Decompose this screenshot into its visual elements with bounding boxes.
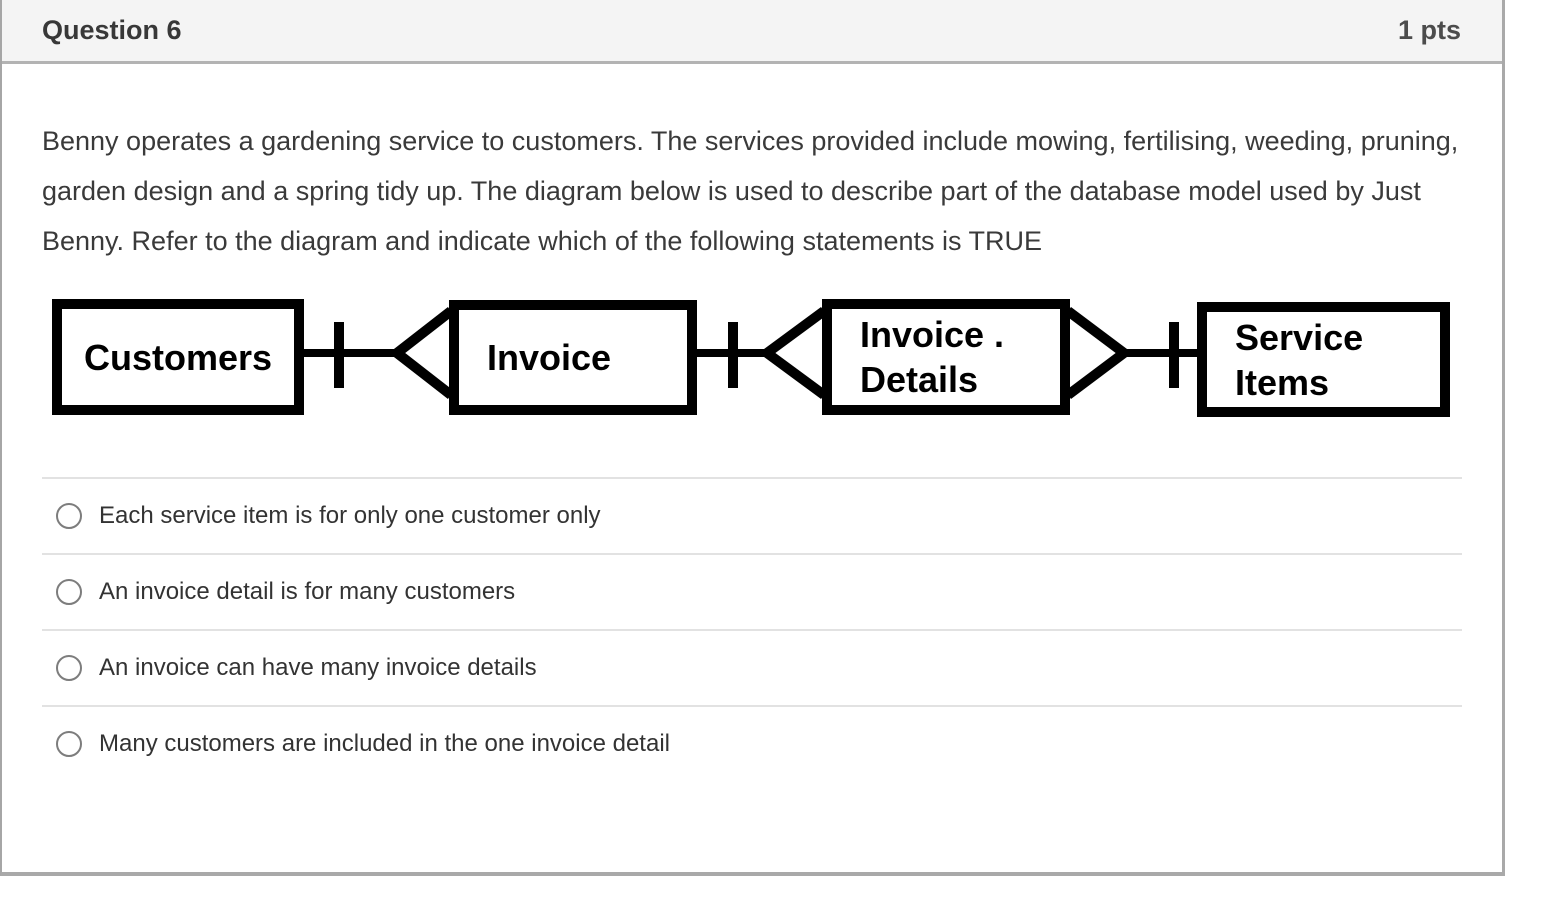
question-text: Benny operates a gardening service to cu… bbox=[42, 126, 1459, 256]
er-connector-lines bbox=[304, 306, 1199, 400]
entity-customers: Customers bbox=[52, 299, 304, 415]
radio-button-icon[interactable] bbox=[56, 503, 82, 529]
entity-invoice-details-label-line1: Invoice . bbox=[860, 314, 1005, 355]
radio-button-icon[interactable] bbox=[56, 731, 82, 757]
entity-service-items: Service Items bbox=[1197, 302, 1450, 417]
crows-foot-invoice-details-left-top bbox=[764, 306, 827, 358]
entity-service-items-label-line2: Items bbox=[1235, 361, 1330, 403]
crows-foot-invoice-bottom bbox=[393, 349, 455, 399]
answer-options: Each service item is for only one custom… bbox=[42, 477, 1462, 781]
question-header: Question 6 1 pts bbox=[2, 0, 1502, 64]
entity-invoice-label: Invoice bbox=[487, 337, 612, 378]
crows-foot-invoice-details-right-bottom bbox=[1065, 349, 1127, 399]
answer-option-3[interactable]: An invoice can have many invoice details bbox=[42, 629, 1462, 705]
question-points: 1 pts bbox=[1397, 15, 1461, 45]
crows-foot-invoice-details-right-top bbox=[1065, 307, 1127, 357]
question-body: Benny operates a gardening service to cu… bbox=[2, 116, 1502, 781]
radio-button-icon[interactable] bbox=[56, 579, 82, 605]
entity-service-items-label-line1: Service bbox=[1235, 316, 1364, 358]
answer-option-1[interactable]: Each service item is for only one custom… bbox=[42, 477, 1462, 553]
entity-invoice-details: Invoice . Details bbox=[822, 299, 1070, 415]
entity-invoice: Invoice bbox=[449, 300, 697, 415]
answer-option-4[interactable]: Many customers are included in the one i… bbox=[42, 705, 1462, 781]
answer-option-2-label: An invoice detail is for many customers bbox=[99, 578, 516, 605]
entity-customers-label: Customers bbox=[83, 336, 273, 378]
entity-invoice-details-label-line2: Details bbox=[860, 359, 979, 400]
answer-option-3-label: An invoice can have many invoice details bbox=[99, 654, 537, 681]
question-title: Question 6 bbox=[42, 15, 182, 45]
radio-button-icon[interactable] bbox=[56, 655, 82, 681]
er-diagram: Customers Invoice Invoice . Details Serv… bbox=[50, 295, 1460, 421]
crows-foot-invoice-details-left-bottom bbox=[764, 348, 827, 400]
answer-option-4-label: Many customers are included in the one i… bbox=[99, 730, 670, 757]
answer-option-2[interactable]: An invoice detail is for many customers bbox=[42, 553, 1462, 629]
crows-foot-invoice-top bbox=[393, 307, 455, 357]
question-card: Question 6 1 pts Benny operates a garden… bbox=[0, 0, 1505, 876]
answer-option-1-label: Each service item is for only one custom… bbox=[99, 502, 601, 529]
